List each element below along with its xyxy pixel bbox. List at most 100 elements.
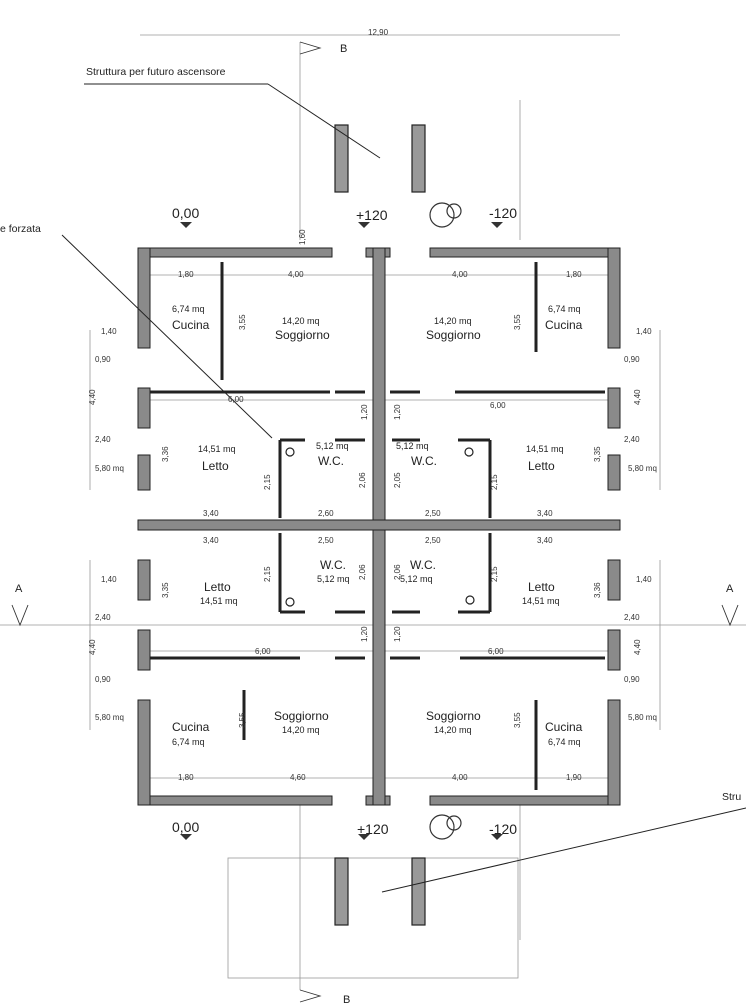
room-label: 5,12 mq: [396, 441, 429, 451]
dim-label: 2,15: [490, 474, 499, 490]
dim-label: 4,00: [288, 270, 304, 279]
section-a-left: A: [15, 583, 23, 595]
room-label: 14,20 mq: [434, 725, 472, 735]
dim-label: 0,90: [95, 355, 111, 364]
dim-label: 1,80: [178, 773, 194, 782]
dim-label: 4,60: [290, 773, 306, 782]
dim-label: 3,55: [513, 314, 522, 330]
dim-label: 2,40: [95, 435, 111, 444]
room-label: 14,51 mq: [522, 596, 560, 606]
dim-label: 2,60: [318, 509, 334, 518]
partitions: [150, 262, 605, 790]
room-label: W.C.: [320, 558, 346, 572]
room-label: Cucina: [545, 318, 583, 332]
room-label: 6,74 mq: [548, 737, 581, 747]
room-label: Letto: [528, 459, 555, 473]
level-markers: [180, 222, 503, 840]
dim-label: 4,40: [633, 389, 642, 405]
central-walls: [137, 247, 621, 806]
dim-label: 1,80: [178, 270, 194, 279]
room-label: Letto: [202, 459, 229, 473]
room-label: Cucina: [172, 720, 210, 734]
room-label: 14,20 mq: [282, 316, 320, 326]
room-label: 14,51 mq: [526, 444, 564, 454]
room-label: Letto: [204, 580, 231, 594]
dim-label: 6,00: [490, 401, 506, 410]
section-b-top: B: [340, 43, 347, 55]
dim-label: 4,00: [452, 270, 468, 279]
dim-label: 2,06: [358, 564, 367, 580]
dim-label: 2,15: [263, 474, 272, 490]
dim-label: 2,06: [358, 472, 367, 488]
dim-label: 2,40: [95, 613, 111, 622]
room-label: Soggiorno: [426, 328, 481, 342]
room-label: 14,51 mq: [198, 444, 236, 454]
dim-label: 2,50: [318, 536, 334, 545]
dim-label: 1,40: [101, 575, 117, 584]
dim-label: 4,40: [88, 389, 97, 405]
dim-label: 3,40: [203, 536, 219, 545]
dim-label: 1,40: [636, 575, 652, 584]
dim-label: 2,50: [425, 536, 441, 545]
dim-label: 1,40: [101, 327, 117, 336]
vent-icons: [285, 447, 475, 607]
level-plus-top: +120: [356, 207, 388, 223]
dim-label: 3,40: [203, 509, 219, 518]
dim-label: 6,00: [228, 395, 244, 404]
dim-label: 5,80 mq: [628, 713, 657, 722]
dim-label: 0,90: [624, 675, 640, 684]
dim-label: 1,20: [393, 626, 402, 642]
section-b-bottom: B: [343, 994, 350, 1006]
dim-label: 1,60: [298, 229, 307, 245]
room-label: Letto: [528, 580, 555, 594]
level-zero-bottom: 0,00: [172, 819, 199, 835]
level-minus-top: -120: [489, 205, 517, 221]
dim-label: 3,35: [161, 582, 170, 598]
dim-label: 2,40: [624, 435, 640, 444]
room-label: W.C.: [410, 558, 436, 572]
room-label: 14,20 mq: [434, 316, 472, 326]
dim-label: 2,15: [263, 566, 272, 582]
dim-label: 3,55: [513, 712, 522, 728]
dim-label: 6,00: [255, 647, 271, 656]
room-label: 14,20 mq: [282, 725, 320, 735]
dim-label: 1,80: [566, 270, 582, 279]
overall-dimension: 12,90: [368, 28, 389, 37]
room-label: W.C.: [411, 454, 437, 468]
room-label: Cucina: [172, 318, 210, 332]
elevator-structure: [334, 124, 426, 926]
dim-label: 3,40: [537, 536, 553, 545]
vertical-dims: 3,55 3,55 3,55 3,55 1,20 1,20 1,20 1,20 …: [88, 229, 642, 728]
level-zero-top: 0,00: [172, 205, 199, 221]
wheelchair-icon: [429, 202, 462, 840]
dim-label: 3,40: [537, 509, 553, 518]
dim-label: 3,36: [593, 582, 602, 598]
room-label: Soggiorno: [274, 709, 329, 723]
dim-label: 1,20: [393, 404, 402, 420]
dim-label: 1,90: [566, 773, 582, 782]
note-elevator-bottom: Stru: [722, 791, 741, 803]
dim-label: 4,40: [633, 639, 642, 655]
room-label: W.C.: [318, 454, 344, 468]
dim-label: 5,80 mq: [628, 464, 657, 473]
room-label: 5,12 mq: [400, 574, 433, 584]
dim-label: 1,20: [360, 404, 369, 420]
dim-label: 2,06: [393, 564, 402, 580]
section-marks: [11, 41, 739, 1003]
section-a-right: A: [726, 583, 734, 595]
dim-label: 4,40: [88, 639, 97, 655]
dim-label: 4,00: [452, 773, 468, 782]
level-plus-bottom: +120: [357, 821, 389, 837]
dim-label: 2,50: [425, 509, 441, 518]
room-label: 6,74 mq: [172, 304, 205, 314]
dim-label: 5,80 mq: [95, 464, 124, 473]
room-label: 6,74 mq: [172, 737, 205, 747]
dim-label: 3,55: [238, 712, 247, 728]
dim-label: 3,55: [238, 314, 247, 330]
dim-label: 1,40: [636, 327, 652, 336]
room-label: Soggiorno: [275, 328, 330, 342]
room-label: 5,12 mq: [317, 574, 350, 584]
dim-label: 0,90: [624, 355, 640, 364]
dim-label: 1,20: [360, 626, 369, 642]
